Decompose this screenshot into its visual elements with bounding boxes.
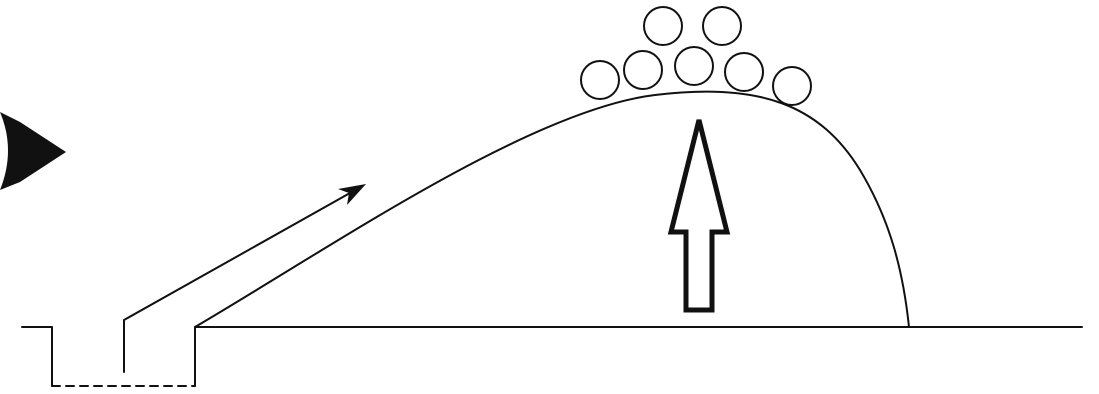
hollow-up-arrow-icon (671, 120, 727, 310)
dune-profile (195, 92, 909, 327)
arrowhead-pointer-icon (0, 112, 66, 190)
particle (703, 7, 741, 45)
particle (725, 53, 763, 91)
particle (581, 61, 619, 99)
particle (675, 47, 713, 85)
particle (644, 7, 682, 45)
ground-line-left (22, 327, 52, 386)
arrow-up-right-icon (338, 184, 366, 205)
ground-line-right (195, 327, 1082, 386)
flow-arrow-shaft (124, 193, 350, 372)
particle-cluster (581, 7, 811, 105)
particle (773, 67, 811, 105)
particle (624, 51, 662, 89)
